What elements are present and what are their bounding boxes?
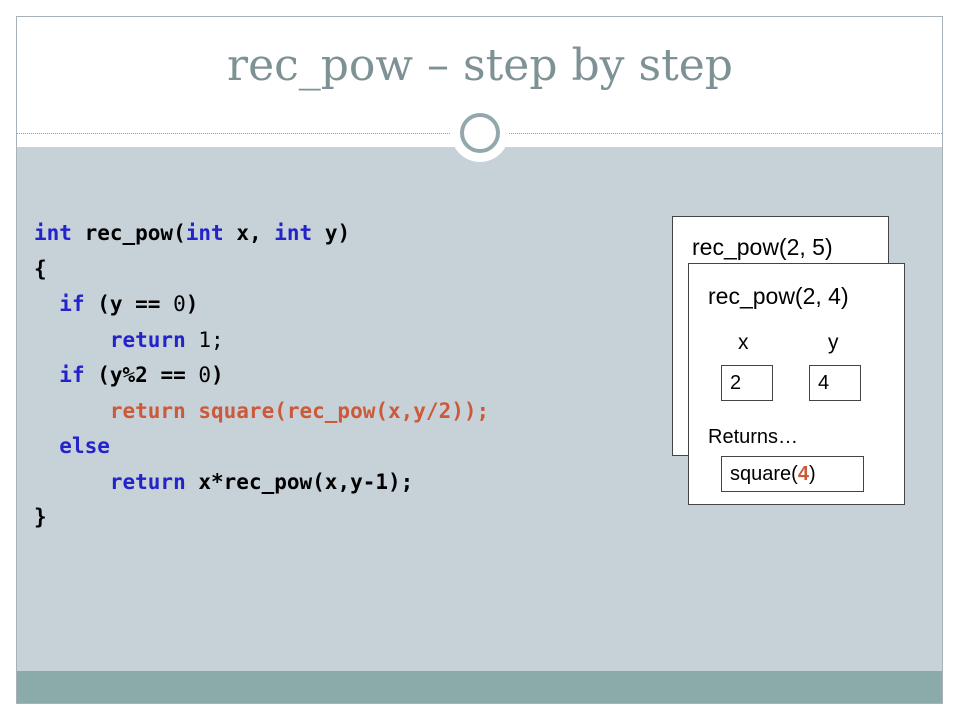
code-token: return xyxy=(109,469,199,494)
frame-title-outer: rec_pow(2, 5) xyxy=(692,234,833,260)
code-line: int rec_pow(int x, int y) xyxy=(34,216,489,252)
var-box-x: 2 xyxy=(721,365,773,401)
code-line: { xyxy=(34,252,489,288)
frame-title-inner: rec_pow(2, 4) xyxy=(708,283,849,309)
code-token: 1; xyxy=(198,327,224,352)
slide-title: rec_pow – step by step xyxy=(227,40,733,91)
code-token: 0 xyxy=(198,363,212,387)
code-token: 0 xyxy=(173,292,186,316)
code-token xyxy=(34,292,59,316)
code-token xyxy=(34,363,59,387)
code-token: ) xyxy=(185,292,199,316)
code-token: } xyxy=(34,505,47,529)
code-token: x, xyxy=(236,221,275,245)
code-token: (y%2 == xyxy=(84,363,199,387)
return-close: ) xyxy=(808,463,816,485)
code-token xyxy=(34,470,110,494)
code-listing: int rec_pow(int x, int y){ if (y == 0) r… xyxy=(34,216,489,536)
code-token: int xyxy=(185,221,237,245)
code-token: else xyxy=(59,434,110,458)
code-line: return square(rec_pow(x,y/2)); xyxy=(34,394,489,430)
code-token: y) xyxy=(324,221,351,245)
code-token: ) xyxy=(211,363,224,387)
code-token: rec_pow( xyxy=(84,221,186,245)
var-label-x: x xyxy=(738,331,749,354)
ring-ornament-icon xyxy=(451,104,509,162)
return-arg: 4 xyxy=(797,463,809,485)
code-token xyxy=(34,328,110,352)
return-value-box: square(4) xyxy=(721,456,864,492)
var-label-y: y xyxy=(828,331,839,354)
var-box-y: 4 xyxy=(809,365,861,401)
code-token: return xyxy=(109,327,199,352)
footer-bar xyxy=(17,671,942,703)
code-token: return square(rec_pow(x,y/2)); xyxy=(109,398,490,423)
code-token: int xyxy=(274,221,325,245)
code-line: return x*rec_pow(x,y-1); xyxy=(34,465,489,501)
code-token: x*rec_pow(x,y-1); xyxy=(198,469,414,494)
code-token: { xyxy=(34,256,47,281)
code-line: else xyxy=(34,429,489,465)
code-token: if xyxy=(59,363,85,387)
code-token xyxy=(34,399,110,423)
code-token xyxy=(34,434,59,458)
code-line: if (y%2 == 0) xyxy=(34,358,489,394)
code-token: if xyxy=(59,292,85,316)
ring-inner-circle xyxy=(460,113,500,153)
code-line: return 1; xyxy=(34,323,489,359)
code-line: } xyxy=(34,500,489,536)
return-fn: square( xyxy=(730,463,798,485)
call-frame-inner: rec_pow(2, 4) x y 2 4 Returns… square(4) xyxy=(688,263,905,505)
code-token: int xyxy=(34,221,85,245)
code-token: (y == xyxy=(84,292,174,316)
returns-label: Returns… xyxy=(708,426,799,448)
code-line: if (y == 0) xyxy=(34,287,489,323)
